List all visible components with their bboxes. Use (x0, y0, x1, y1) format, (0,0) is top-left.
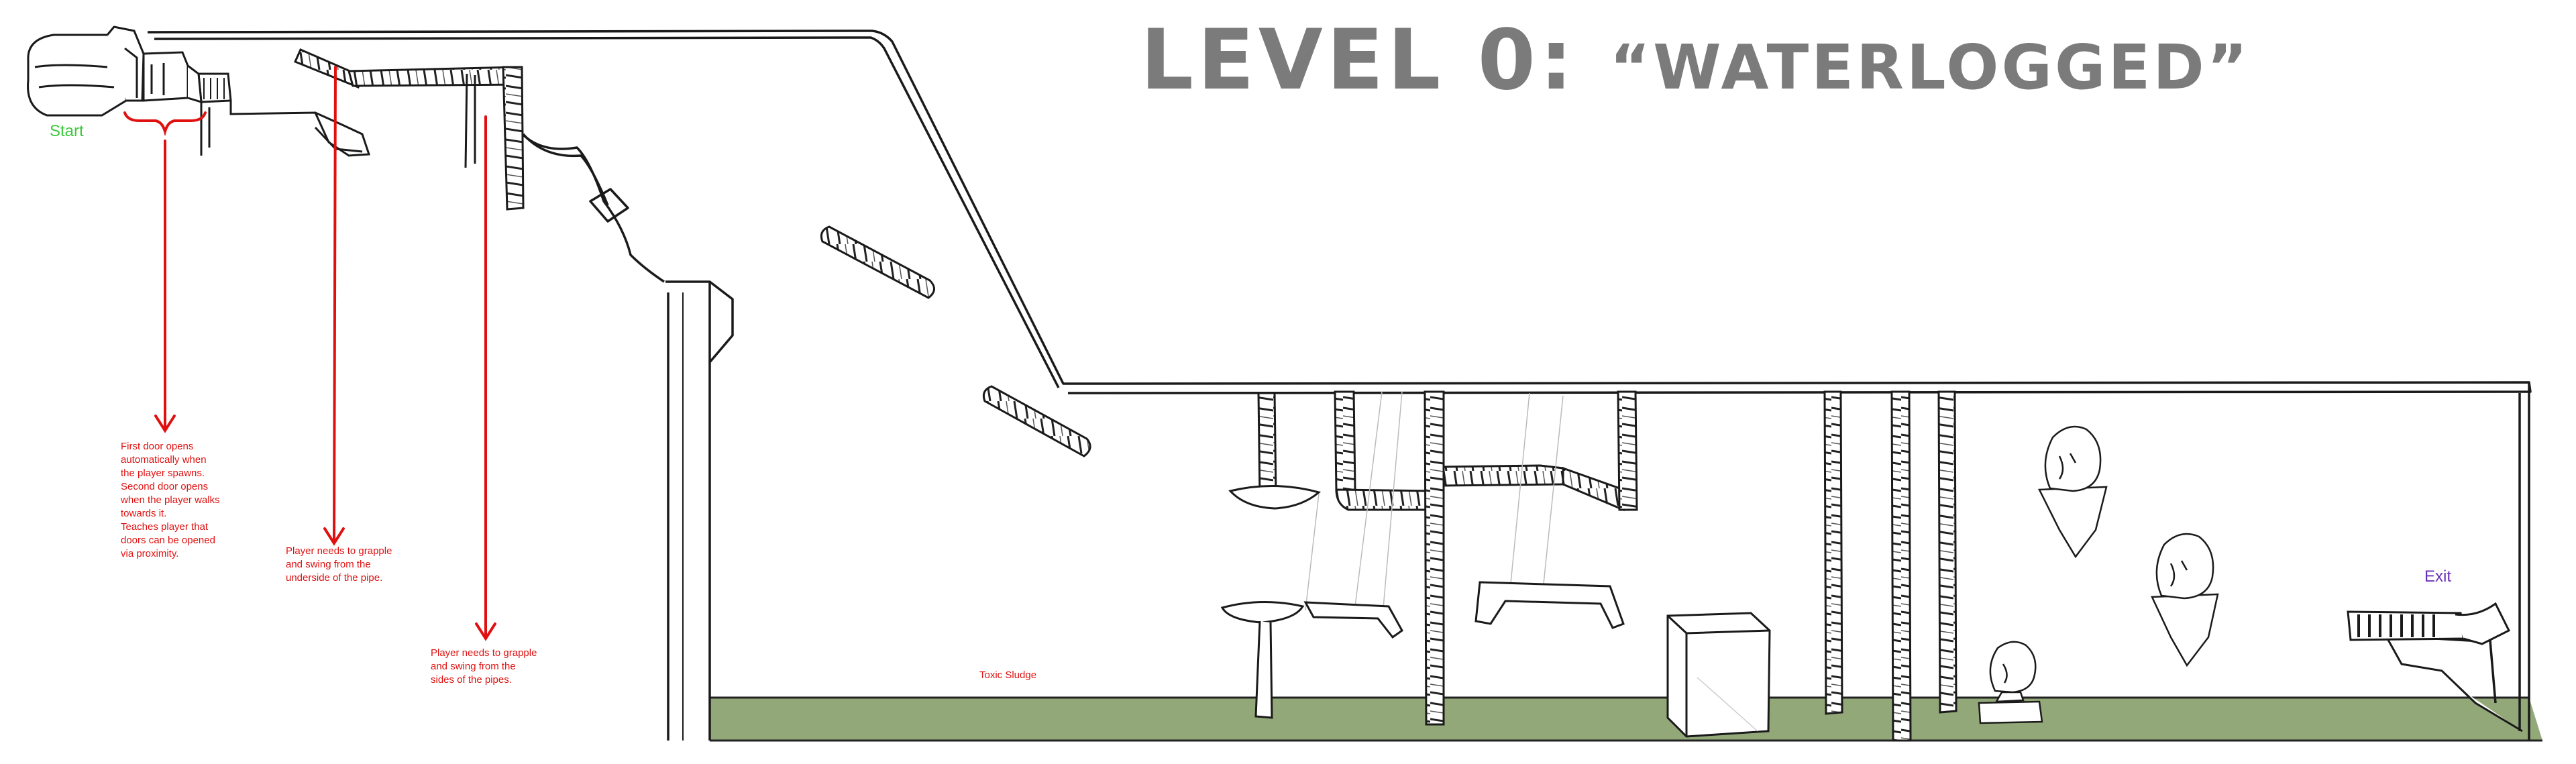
diagonal-pipe-1 (820, 225, 935, 299)
toxic-sludge-label: Toxic Sludge (979, 669, 1037, 681)
lower-platform-left (1220, 601, 1305, 719)
annotation-markers (123, 66, 496, 641)
floating-head-statue-1 (2038, 425, 2108, 559)
metal-crate (1666, 612, 1771, 738)
level-number: LEVEL 0: (1140, 12, 1577, 109)
hanging-platform-arch (1474, 581, 1625, 629)
upper-swing-pipe-2 (347, 66, 525, 211)
start-corridor (200, 101, 371, 157)
bent-pipe-system (1334, 390, 1638, 726)
swing-ropes (1305, 391, 1564, 624)
upper-vertical-pipe (464, 73, 476, 168)
side-grapple-note: Player needs to grapple and swing from t… (431, 647, 537, 686)
second-door (187, 64, 232, 104)
spawn-pod (27, 25, 145, 117)
pipe-stub-with-platform (1228, 392, 1322, 510)
diagonal-pipe-2 (982, 385, 1091, 457)
upper-swing-pipe-1 (293, 48, 364, 89)
start-label: Start (50, 122, 84, 140)
toxic-sludge-pool (710, 696, 2542, 742)
exit-elevator (2347, 602, 2523, 732)
vertical-pipes-cluster (1823, 390, 1957, 742)
hanging-platform-center (1303, 601, 1403, 639)
head-statue-on-pedestal (1978, 641, 2043, 724)
floating-head-statue-2 (2151, 533, 2219, 667)
door-tutorial-note: First door opens automatically when the … (121, 441, 220, 559)
level-title: LEVEL 0: “WATERLOGGED” (1140, 12, 2250, 109)
exit-label: Exit (2424, 567, 2452, 586)
level-name: “WATERLOGGED” (1609, 32, 2251, 103)
underside-grapple-note: Player needs to grapple and swing from t… (286, 545, 392, 584)
first-door (142, 51, 189, 102)
